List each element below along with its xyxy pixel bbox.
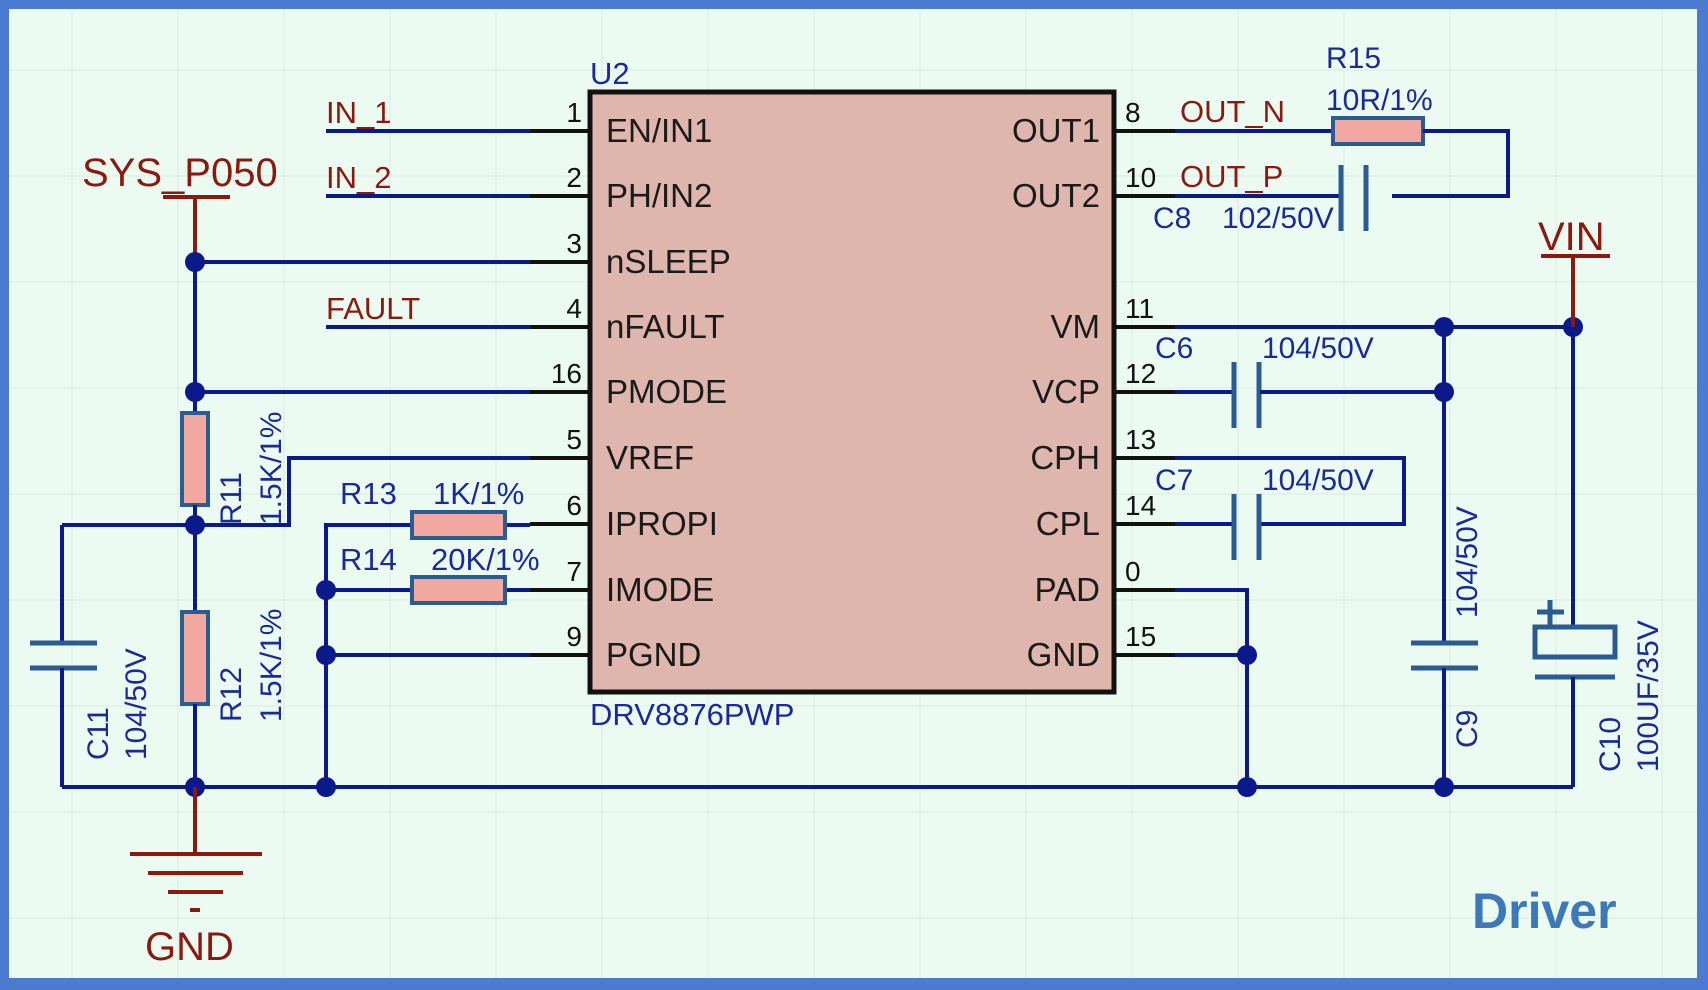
pin-name: PMODE (606, 373, 727, 410)
pin-name: GND (1027, 636, 1100, 673)
resistor-r15[interactable] (1331, 116, 1425, 146)
c9-ref: C9 (1451, 710, 1484, 748)
pin-name: PAD (1035, 571, 1100, 608)
wire-pad[interactable] (1175, 588, 1249, 787)
junction (185, 252, 205, 272)
r15-ref: R15 (1326, 42, 1381, 75)
c6-ref: C6 (1155, 332, 1193, 365)
net-label-out-n: OUT_N (1180, 94, 1285, 129)
capacitor-c10-body[interactable] (1532, 624, 1618, 660)
c10-ref: C10 (1594, 717, 1627, 772)
pin-number: 2 (566, 162, 582, 193)
c7-ref: C7 (1155, 464, 1193, 497)
c11-value: 104/50V (120, 648, 153, 760)
pin-name: VM (1051, 308, 1101, 345)
pin-name: VREF (606, 439, 694, 476)
ic-designator: U2 (590, 56, 630, 91)
c10-value: 100UF/35V (1632, 620, 1665, 772)
pin-number: 13 (1125, 424, 1156, 455)
resistor-r13[interactable] (410, 510, 507, 540)
resistor-r11[interactable] (180, 411, 210, 507)
pin-name: OUT1 (1012, 112, 1100, 149)
pin-name: CPL (1036, 505, 1100, 542)
junction (316, 580, 336, 600)
r14-value: 20K/1% (431, 542, 540, 577)
ground-icon (130, 787, 262, 912)
junction (316, 777, 336, 797)
ic-body[interactable] (587, 89, 1117, 695)
c7-value: 104/50V (1262, 464, 1374, 497)
power-label-vin: VIN (1538, 215, 1605, 259)
left-pin-leads (530, 129, 590, 657)
c11-ref: C11 (82, 707, 115, 760)
pin-name: PGND (606, 636, 701, 673)
junction (185, 382, 205, 402)
pin-number: 11 (1125, 293, 1154, 324)
r15-value: 10R/1% (1326, 84, 1433, 117)
junction (185, 515, 205, 535)
power-label-sys: SYS_P050 (82, 151, 278, 195)
power-label-gnd: GND (145, 925, 234, 969)
r12-value: 1.5K/1% (255, 609, 288, 722)
junction (1237, 645, 1257, 665)
pin-number: 1 (566, 97, 582, 128)
pin-name: VCP (1032, 373, 1100, 410)
pin-name: IPROPI (606, 505, 718, 542)
pin-number: 10 (1125, 162, 1156, 193)
c6-value: 104/50V (1262, 332, 1374, 365)
right-pin-leads (1114, 129, 1175, 657)
net-label-in2: IN_2 (326, 160, 391, 195)
pin-number: 15 (1125, 621, 1156, 652)
pin-name: EN/IN1 (606, 112, 712, 149)
net-label-in1: IN_1 (326, 95, 391, 130)
c9-value: 104/50V (1451, 506, 1484, 618)
pin-name: PH/IN2 (606, 177, 712, 214)
net-label-out-p: OUT_P (1180, 159, 1283, 194)
wire-r13-left[interactable] (324, 523, 412, 787)
pin-number: 5 (566, 424, 582, 455)
pin-number: 0 (1125, 556, 1141, 587)
wire-vref[interactable] (62, 456, 530, 527)
r12-ref: R12 (215, 667, 248, 722)
resistor-r12[interactable] (180, 610, 210, 706)
pin-name: IMODE (606, 571, 714, 608)
r14-ref: R14 (340, 542, 397, 577)
r11-value: 1.5K/1% (255, 412, 288, 525)
plus-icon (1537, 600, 1564, 625)
ic-pin-labels: 1 EN/IN1 2 PH/IN2 3 nSLEEP 4 nFAULT 16 PMODE 5 VREF… (551, 97, 1156, 673)
pin-name: CPH (1030, 439, 1100, 476)
c8-ref: C8 (1153, 202, 1191, 235)
r13-value: 1K/1% (433, 476, 524, 511)
r13-ref: R13 (340, 476, 397, 511)
sheet-title: Driver (1472, 883, 1617, 939)
wire-cph[interactable] (1175, 456, 1406, 526)
pin-number: 6 (566, 490, 582, 521)
pin-name: OUT2 (1012, 177, 1100, 214)
net-label-fault: FAULT (326, 291, 420, 326)
pin-number: 14 (1125, 490, 1156, 521)
pin-name: nFAULT (606, 308, 725, 345)
pin-name: nSLEEP (606, 243, 731, 280)
junction (316, 645, 336, 665)
resistor-r14[interactable] (410, 575, 507, 605)
r11-ref: R11 (215, 472, 248, 525)
wire-r15-loop[interactable] (1392, 129, 1510, 198)
pin-number: 8 (1125, 97, 1141, 128)
pin-number: 9 (566, 621, 582, 652)
c8-value: 102/50V (1222, 202, 1334, 235)
pin-number: 16 (551, 358, 582, 389)
pin-number: 12 (1125, 358, 1156, 389)
pin-number: 4 (566, 293, 582, 324)
pin-number: 3 (566, 228, 582, 259)
pin-number: 7 (566, 556, 582, 587)
ic-part-number: DRV8876PWP (590, 697, 794, 732)
